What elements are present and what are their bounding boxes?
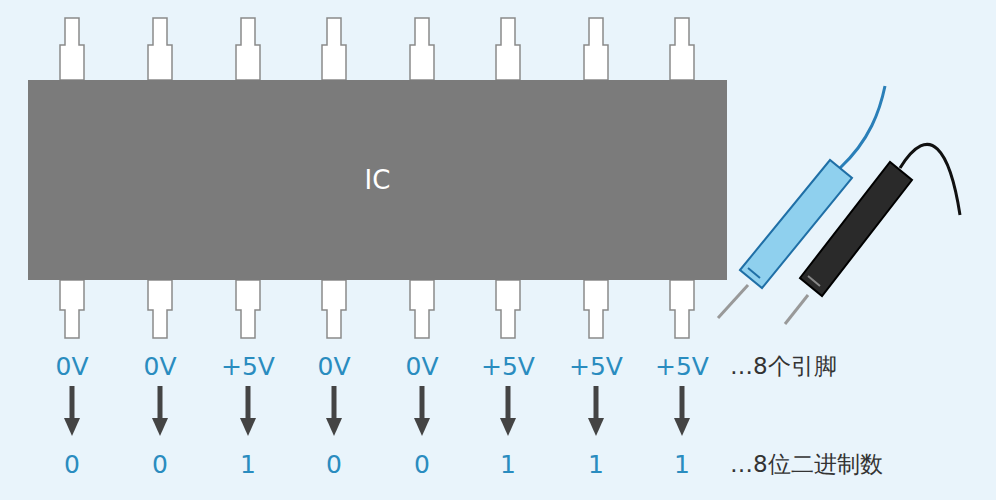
binary-digit: 1 bbox=[588, 452, 604, 477]
binary-width-note: …8位二进制数 bbox=[730, 453, 883, 476]
pin-voltage: 0V bbox=[405, 354, 438, 379]
test-probes bbox=[718, 86, 960, 324]
pin-voltage: +5V bbox=[221, 354, 275, 379]
pin-voltage: +5V bbox=[481, 354, 535, 379]
pin-voltage: 0V bbox=[55, 354, 88, 379]
binary-digit: 1 bbox=[500, 452, 516, 477]
pin-voltage: +5V bbox=[655, 354, 709, 379]
binary-digit: 1 bbox=[674, 452, 690, 477]
pin-voltage: 0V bbox=[317, 354, 350, 379]
pin-count-note: …8个引脚 bbox=[730, 355, 837, 378]
binary-digit: 0 bbox=[152, 452, 168, 477]
binary-digit: 1 bbox=[240, 452, 256, 477]
conversion-arrows bbox=[64, 386, 690, 436]
pin-voltage: +5V bbox=[569, 354, 623, 379]
pin-voltage: 0V bbox=[143, 354, 176, 379]
binary-digit: 0 bbox=[64, 452, 80, 477]
ic-chip: IC bbox=[28, 80, 727, 280]
binary-digit: 0 bbox=[326, 452, 342, 477]
chip-label: IC bbox=[365, 165, 391, 195]
binary-digit: 0 bbox=[414, 452, 430, 477]
